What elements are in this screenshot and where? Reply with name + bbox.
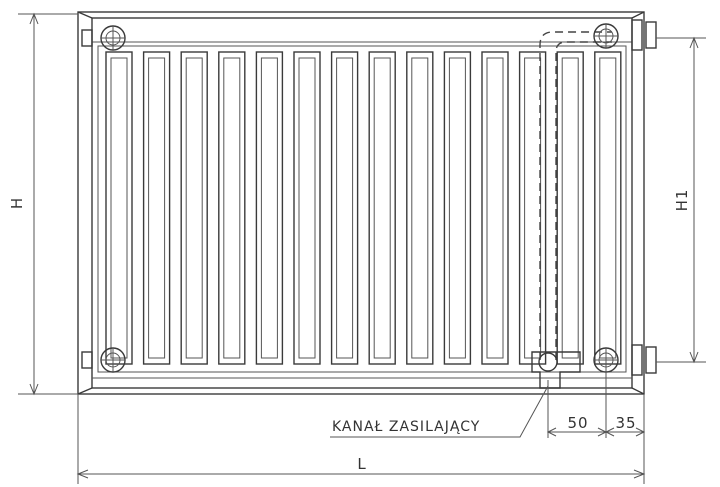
frame-corner-tr [631,11,645,19]
radiator-panel [556,51,584,365]
radiator-panel [406,51,434,365]
radiator-inner-frame [91,17,633,389]
frame-corner-tl [77,11,93,19]
frame-corner-bl [77,387,93,395]
dimension-h [18,12,78,396]
radiator-panel [518,51,547,365]
radiator-panel [142,51,171,365]
dimension-h-label: H [8,197,26,209]
connection-top-left [81,25,126,51]
supply-valve [531,351,581,389]
supply-channel-outer [539,31,612,360]
panel-field [97,45,627,373]
radiator-panel [105,51,133,365]
radiator-panel [443,51,472,365]
radiator-panel [330,51,359,365]
radiator-panel [293,51,321,365]
frame-corner-br [631,387,645,395]
callout-label: KANAŁ ZASILAJĄCY [332,419,480,435]
dimension-35-label: 35 [615,414,636,432]
radiator-outer-frame [77,11,645,395]
dimension-50-label: 50 [567,414,588,432]
connection-bottom-left [81,347,126,373]
dimension-h1-label: H1 [673,189,691,212]
connection-bottom-right [593,344,657,376]
radiator-panel [255,51,284,365]
radiator-panels [105,51,622,365]
dimension-l-label: L [357,455,366,473]
dimension-offsets [546,372,646,438]
callout-leader-line [330,385,549,438]
dimension-h1 [656,36,706,364]
radiator-panel [368,51,396,365]
radiator-panel [218,51,246,365]
connection-top-right [593,19,657,51]
radiator-panel [594,51,622,365]
radiator-panel [180,51,208,365]
radiator-panel [481,51,509,365]
supply-channel-inner [555,41,612,360]
